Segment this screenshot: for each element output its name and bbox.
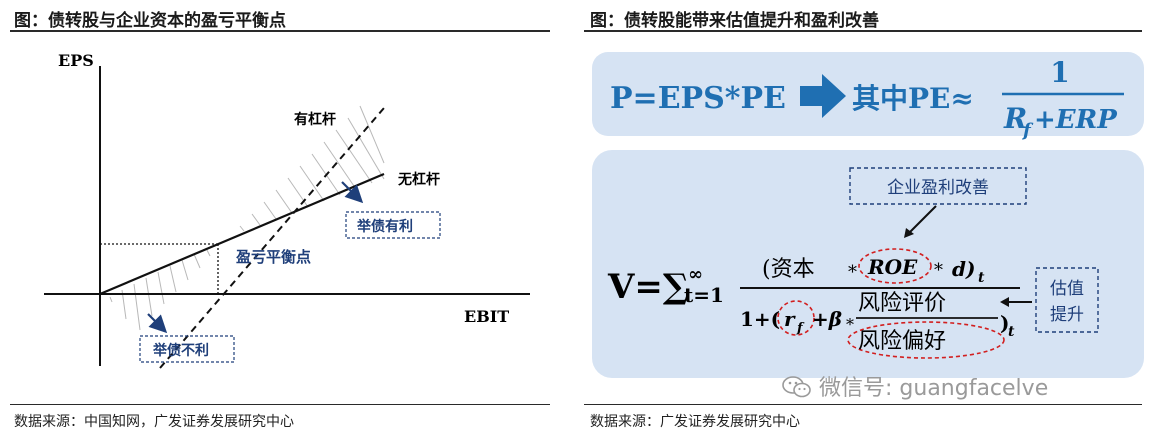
valuation-formula-diagram: P=EPS*PE 其中PE≈ 1 R f +ERP 企业盈利改善 估值 提升 V… <box>592 52 1144 378</box>
v-sum-prefix: V=∑ <box>607 267 688 307</box>
risk-evaluation: 风险评价 <box>858 291 946 316</box>
right-title-rule <box>584 30 1142 32</box>
valuation-formula-box <box>592 150 1144 378</box>
implies-arrow-icon <box>800 74 846 118</box>
sum-upper-limit: ∞ <box>688 264 703 285</box>
x-axis-label: EBIT <box>464 307 509 326</box>
fraction-den-rest: +ERP <box>1034 105 1118 135</box>
hatch-lower <box>109 247 211 331</box>
right-panel-title: 图：债转股能带来估值提升和盈利改善 <box>590 11 879 31</box>
denominator-r-sub: f <box>796 321 805 336</box>
pe-approx-text: 其中PE≈ <box>852 82 974 115</box>
numerator-t: t <box>978 270 985 286</box>
fraction-den-R: R <box>1003 102 1027 135</box>
numerator-star2: * <box>934 260 943 281</box>
valuation-label-line2: 提升 <box>1050 305 1084 325</box>
valuation-label-box <box>1035 267 1099 333</box>
favorable-label: 举债有利 <box>356 218 413 235</box>
profit-arrowhead <box>904 228 914 238</box>
sum-lower-limit: t=1 <box>684 283 724 307</box>
denominator-star: * <box>846 315 854 334</box>
rf-highlight <box>777 300 815 336</box>
pe-formula-box <box>592 52 1144 136</box>
left-source-rule <box>10 404 550 405</box>
valuation-label-line1: 估值 <box>1050 279 1084 299</box>
right-source: 数据来源：广发证券发展研究中心 <box>590 414 800 430</box>
unfavorable-label: 举债不利 <box>152 342 209 359</box>
no-leverage-label: 无杠杆 <box>397 171 440 188</box>
left-title-rule <box>10 30 550 32</box>
left-panel-title: 图：债转股与企业资本的盈亏平衡点 <box>14 11 286 31</box>
leverage-line <box>159 107 385 369</box>
right-source-rule <box>584 404 1142 405</box>
denominator-one-plus: 1+( <box>740 307 780 331</box>
numerator-d: d) <box>952 257 975 281</box>
favorable-box <box>345 211 441 239</box>
numerator-star1: * <box>848 262 857 283</box>
favorable-arrow <box>341 181 364 204</box>
breakeven-label: 盈亏平衡点 <box>235 248 311 266</box>
left-source: 数据来源：中国知网，广发证券发展研究中心 <box>14 414 294 430</box>
profit-label-box <box>849 167 1027 205</box>
wechat-icon <box>782 376 811 398</box>
denominator-t: t <box>1008 324 1015 340</box>
profit-label: 企业盈利改善 <box>887 178 989 198</box>
leverage-label: 有杠杆 <box>294 111 336 128</box>
y-axis-label: EPS <box>58 51 94 70</box>
denominator-beta: +β <box>812 307 842 331</box>
profit-arrow <box>907 205 937 235</box>
risk-preference-highlight <box>847 321 1005 359</box>
valuation-arrowhead <box>1000 297 1009 307</box>
numerator-roe: ROE <box>867 255 918 279</box>
fraction-numerator: 1 <box>1050 56 1069 89</box>
watermark-text: 微信号: guangfacelve <box>819 376 1049 401</box>
denominator-r: r <box>784 307 796 331</box>
risk-preference: 风险偏好 <box>858 329 946 354</box>
breakeven-diagram: EPS EBIT 有杠杆 无杠杆 盈亏平衡点 举债有利 举债不利 <box>44 51 530 369</box>
roe-highlight <box>858 248 932 284</box>
denominator-close: ) <box>1000 311 1009 335</box>
unfavorable-box <box>139 335 235 363</box>
no-leverage-line <box>99 172 385 296</box>
watermark: 微信号: guangfacelve <box>782 370 1048 402</box>
numerator-capital: (资本 <box>762 257 815 282</box>
unfavorable-arrow <box>147 313 168 334</box>
hatch-upper <box>239 105 385 232</box>
p-eps-pe-text: P=EPS*PE <box>610 81 786 116</box>
